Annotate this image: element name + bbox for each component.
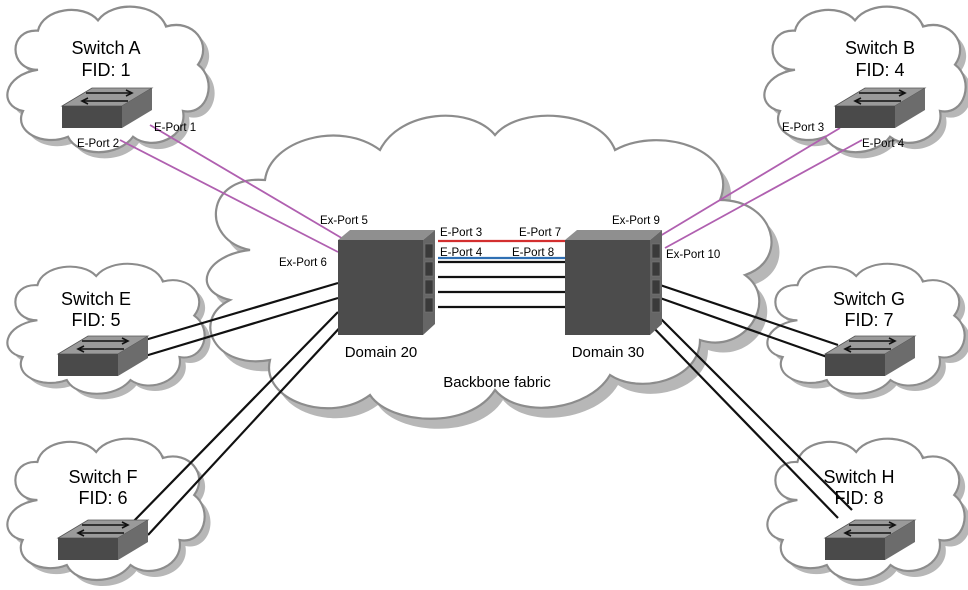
- switch-f-fid: FID: 6: [78, 488, 127, 508]
- domain-20-chassis: [338, 230, 435, 335]
- domain-30-chassis: [565, 230, 662, 335]
- switch-g-name: Switch G: [833, 289, 905, 309]
- switch-h-name: Switch H: [823, 467, 894, 487]
- domain-30-label: Domain 30: [572, 344, 645, 361]
- port-label-e4: E-Port 4: [440, 247, 483, 259]
- port-label-ex10: Ex-Port 10: [666, 249, 720, 261]
- switch-e-fid: FID: 5: [71, 310, 120, 330]
- port-label-a-e1: E-Port 1: [154, 122, 196, 134]
- port-label-a-e2: E-Port 2: [77, 138, 119, 150]
- cloud-switch-h: [766, 437, 968, 586]
- port-label-ex5: Ex-Port 5: [320, 215, 368, 227]
- switch-f-name: Switch F: [68, 467, 137, 487]
- backbone-fabric-label: Backbone fabric: [443, 374, 551, 391]
- switch-a-name: Switch A: [71, 38, 140, 58]
- port-label-b-e4: E-Port 4: [862, 138, 905, 150]
- switch-b-fid: FID: 4: [855, 60, 904, 80]
- port-label-ex9: Ex-Port 9: [612, 215, 660, 227]
- port-label-ex6: Ex-Port 6: [279, 257, 327, 269]
- switch-e-name: Switch E: [61, 289, 131, 309]
- switch-a-fid: FID: 1: [81, 60, 130, 80]
- port-label-e3: E-Port 3: [440, 227, 482, 239]
- port-label-e8: E-Port 8: [512, 247, 554, 259]
- links-purple: [119, 124, 863, 253]
- port-label-b-e3: E-Port 3: [782, 122, 824, 134]
- cloud-switch-e: [6, 262, 211, 400]
- switch-g-fid: FID: 7: [844, 310, 893, 330]
- switch-h-fid: FID: 8: [834, 488, 883, 508]
- switch-b-name: Switch B: [845, 38, 915, 58]
- cloud-switch-f: [6, 437, 211, 586]
- port-label-e7: E-Port 7: [519, 227, 561, 239]
- links-black: [129, 260, 853, 536]
- cloud-switch-b: [763, 5, 968, 159]
- domain-20-label: Domain 20: [345, 344, 418, 361]
- cloud-switch-a: [6, 5, 215, 159]
